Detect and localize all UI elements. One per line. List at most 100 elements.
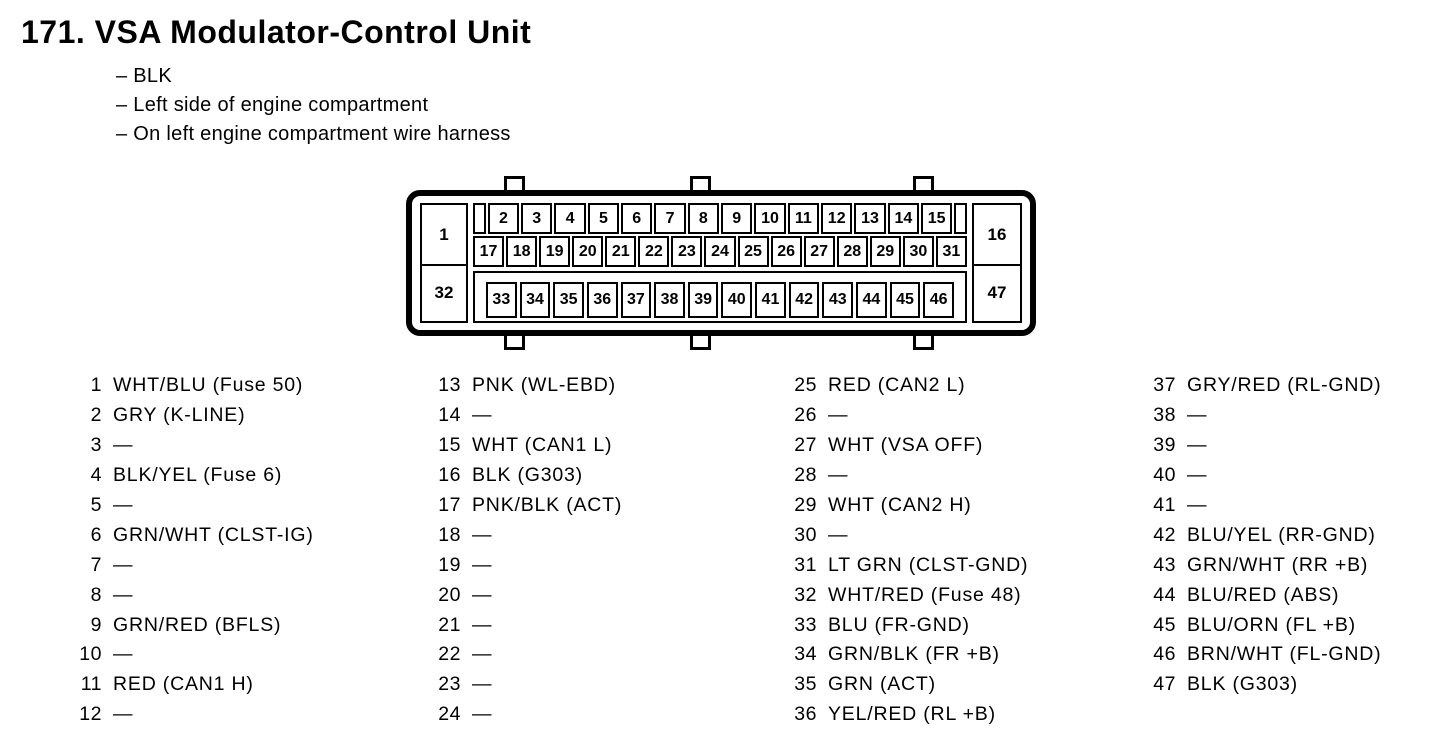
legend-entry: 10—	[75, 640, 434, 670]
pin-number: 44	[1153, 583, 1176, 606]
connector-pin-38: 38	[654, 282, 685, 318]
connector-pin-11: 11	[787, 203, 820, 234]
connector-blank-cell	[954, 203, 968, 234]
connector-pin-3: 3	[521, 203, 553, 234]
legend-entry: 44 BLU/RED (ABS)	[1149, 580, 1440, 610]
pin-description: YEL/RED (RL +B)	[828, 703, 996, 726]
connector-pin-10: 10	[754, 203, 786, 234]
location-note: – BLK	[116, 65, 172, 87]
pin-description: —	[472, 404, 493, 427]
legend-entry: 14—	[434, 401, 790, 431]
pin-number: 29	[794, 494, 817, 516]
connector-pin-7: 7	[654, 203, 686, 234]
pin-description: —	[113, 494, 134, 516]
pin-number: 1	[90, 374, 102, 397]
pin-number: 35	[794, 673, 817, 696]
location-note: – On left engine compartment wire harnes…	[116, 123, 511, 145]
connector-pin-4: 4	[554, 203, 586, 234]
connector-pin-9: 9	[721, 203, 753, 234]
legend-entry: 40—	[1149, 461, 1440, 491]
pin-number: 30	[794, 523, 817, 546]
connector-pin-22: 22	[638, 236, 670, 267]
legend-entry: 46 BRN/WHT (FL-GND)	[1149, 640, 1440, 670]
pin-number: 33	[794, 613, 817, 636]
pin-description: BLU/ORN (FL +B)	[1187, 613, 1356, 636]
connector-pin-16: 16	[972, 203, 1022, 266]
pin-number: 36	[794, 703, 817, 726]
connector-pin-14: 14	[887, 203, 920, 234]
pin-description: —	[113, 703, 134, 726]
connector-pin-46: 46	[923, 282, 954, 318]
connector-pin-39: 39	[687, 282, 719, 318]
legend-entry: 22—	[434, 640, 790, 670]
connector-left-column: 1 32	[420, 203, 468, 323]
pin-description: GRN (ACT)	[828, 673, 936, 696]
pin-description: —	[113, 553, 134, 576]
pin-number: 9	[90, 613, 102, 636]
pin-number: 39	[1153, 434, 1176, 457]
legend-entry: 7—	[75, 550, 434, 580]
pin-number: 46	[1153, 643, 1176, 666]
pin-number: 28	[794, 464, 817, 487]
connector-pin-5: 5	[587, 203, 620, 234]
pin-description: —	[472, 583, 493, 606]
legend-entry: 20 —	[434, 580, 790, 610]
connector-pin-18: 18	[506, 236, 538, 267]
connector-pin-12: 12	[821, 203, 853, 234]
connector-pin-31: 31	[935, 236, 967, 267]
legend-entry: 36 YEL/RED (RL +B)	[790, 700, 1149, 730]
pin-description: —	[828, 523, 849, 546]
pin-number: 38	[1153, 404, 1176, 427]
connector-pin-15: 15	[921, 203, 953, 234]
connector-blank-cell	[473, 203, 486, 234]
legend-entry: 41—	[1149, 491, 1440, 521]
pin-number: 10	[79, 643, 102, 666]
connector-pin-29: 29	[869, 236, 901, 267]
pin-number: 19	[438, 553, 461, 576]
pin-description: —	[1187, 464, 1208, 487]
pin-number: 23	[438, 673, 461, 696]
connector-pin-42: 42	[788, 282, 820, 318]
pin-number: 22	[438, 643, 461, 666]
pin-number: 20	[438, 583, 461, 606]
pin-description: BRN/WHT (FL-GND)	[1187, 643, 1382, 666]
connector-pin-41: 41	[755, 282, 786, 318]
legend-entry: 34 GRN/BLK (FR +B)	[790, 640, 1149, 670]
pin-number: 17	[438, 494, 461, 516]
connector-pin-33: 33	[486, 282, 517, 318]
connector-pin-23: 23	[671, 236, 703, 267]
pin-number: 32	[794, 583, 817, 606]
connector-pin-40: 40	[721, 282, 753, 318]
pin-number: 34	[794, 643, 817, 666]
pin-description: BLU/RED (ABS)	[1187, 583, 1340, 606]
legend-entry: 38—	[1149, 401, 1440, 431]
pin-number: 12	[79, 703, 102, 726]
pin-description: GRN/BLK (FR +B)	[828, 643, 1000, 666]
pin-description: BLK (G303)	[1187, 673, 1298, 696]
pin-description: GRN/WHT (CLST-IG)	[113, 523, 314, 546]
pin-description: —	[472, 703, 493, 726]
connector-right-column: 16 47	[972, 203, 1022, 323]
pin-number: 4	[90, 464, 102, 487]
connector-pin-19: 19	[539, 236, 571, 267]
legend-entry: 28—	[790, 461, 1149, 491]
